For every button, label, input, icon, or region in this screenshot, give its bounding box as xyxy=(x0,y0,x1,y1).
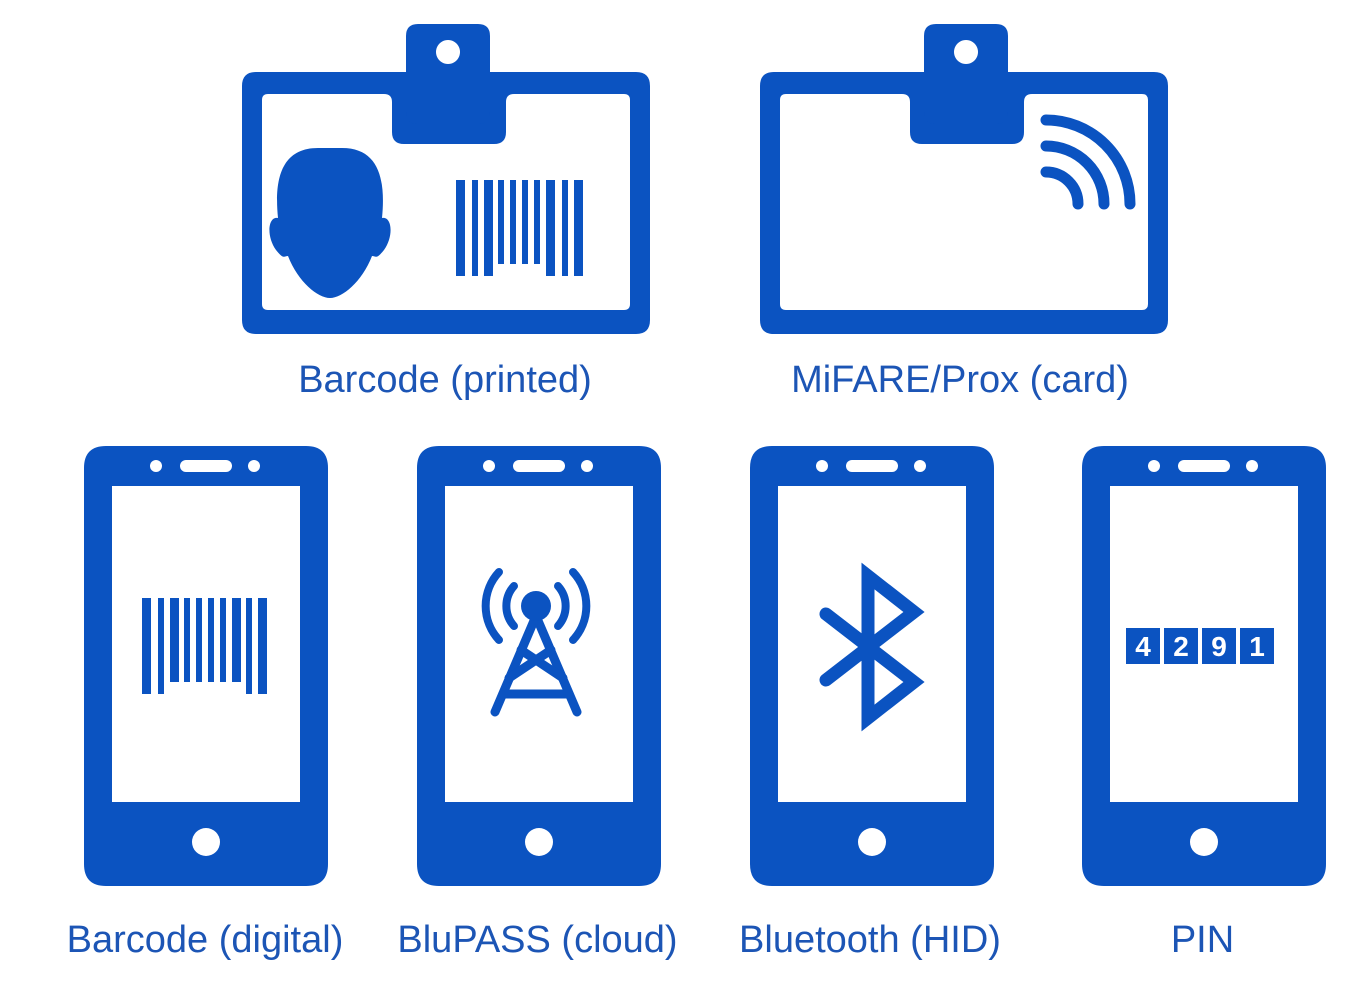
phone-pin-icon: 4 2 9 1 xyxy=(1082,446,1326,886)
phone-bluetooth-icon xyxy=(750,446,994,886)
id-badge-contactless-icon xyxy=(760,24,1168,334)
blupass-cloud-label: BluPASS (cloud) xyxy=(397,919,678,961)
mifare-prox-label: MiFARE/Prox (card) xyxy=(791,359,1129,401)
pin-label: PIN xyxy=(1170,919,1235,961)
barcode-printed-label: Barcode (printed) xyxy=(298,359,592,401)
pin-digit: 4 xyxy=(1135,631,1151,662)
barcode-digital-label: Barcode (digital) xyxy=(66,919,344,961)
bluetooth-hid-label: Bluetooth (HID) xyxy=(739,919,1001,961)
pin-digit: 9 xyxy=(1211,631,1227,662)
phone-barcode-icon xyxy=(84,446,328,886)
pin-digit: 1 xyxy=(1249,631,1265,662)
pin-digit: 2 xyxy=(1173,631,1189,662)
id-badge-barcode-icon xyxy=(242,24,650,334)
phone-antenna-icon xyxy=(417,446,661,886)
